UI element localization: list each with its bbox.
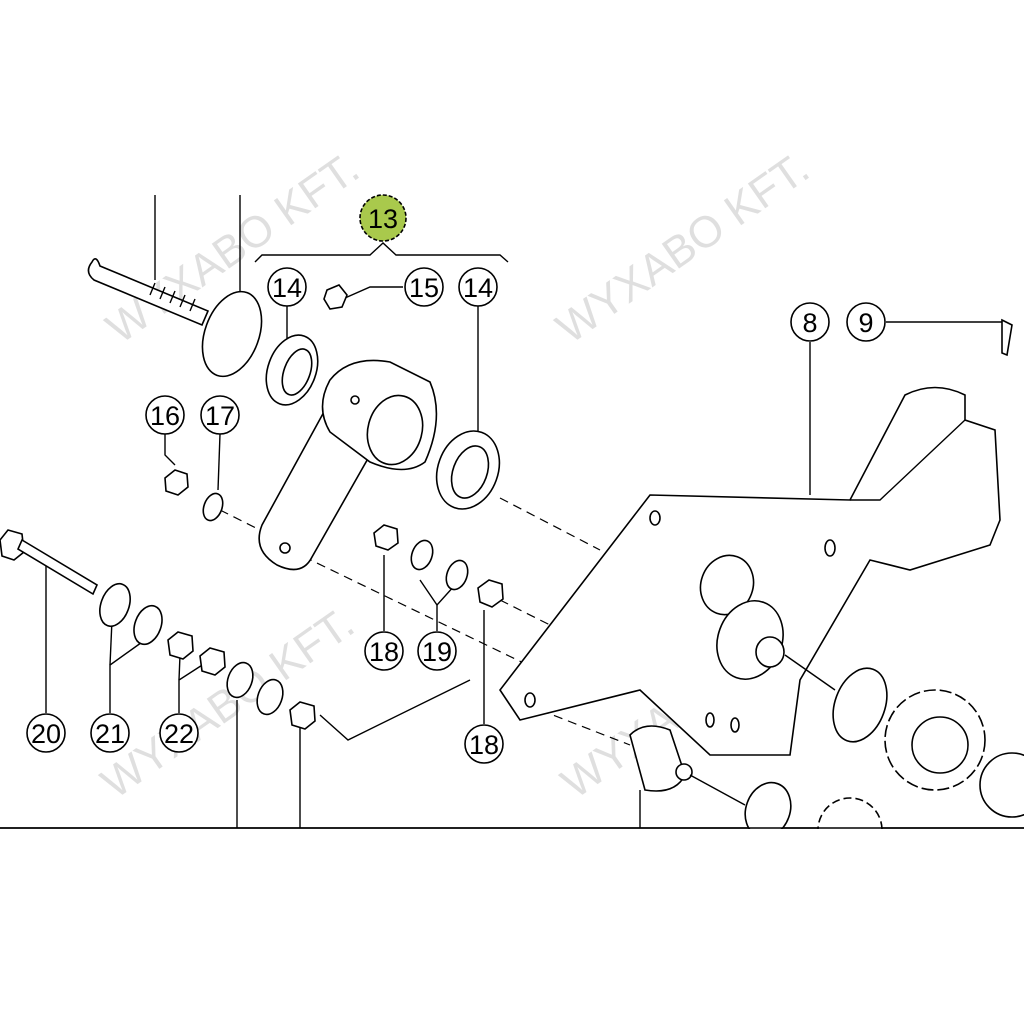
svg-text:WYXABO KFT.: WYXABO KFT.: [548, 143, 818, 353]
mounting-plate-8: [499, 386, 1001, 756]
svg-text:14: 14: [463, 273, 493, 303]
washer-21b: [133, 604, 163, 646]
callout-9[interactable]: 9: [846, 302, 886, 342]
washer-19a: [410, 539, 434, 571]
pin-9: [1001, 318, 1013, 357]
nut-c: [289, 701, 316, 730]
callout-14-left[interactable]: 14: [267, 267, 307, 307]
nut-16: [164, 469, 189, 496]
svg-text:9: 9: [858, 308, 873, 338]
spacer-roller: [629, 725, 693, 792]
svg-text:18: 18: [469, 730, 499, 760]
callout-17[interactable]: 17: [200, 395, 240, 435]
callout-18-lower[interactable]: 18: [464, 724, 504, 764]
svg-text:18: 18: [369, 637, 399, 667]
callout-20[interactable]: 20: [26, 713, 66, 753]
nut-22b: [199, 647, 226, 676]
bolt-top: [87, 258, 210, 327]
svg-text:15: 15: [409, 273, 439, 303]
callout-19[interactable]: 19: [417, 631, 457, 671]
svg-text:21: 21: [95, 719, 125, 749]
washer-a: [226, 661, 254, 699]
callout-22[interactable]: 22: [159, 713, 199, 753]
callout-18-upper[interactable]: 18: [364, 631, 404, 671]
sprocket: [884, 689, 986, 791]
washer-21a: [99, 582, 131, 628]
svg-text:14: 14: [272, 273, 302, 303]
callout-14-right[interactable]: 14: [458, 267, 498, 307]
svg-text:19: 19: [422, 637, 452, 667]
callout-16[interactable]: 16: [145, 395, 185, 435]
nut-18-top: [373, 524, 399, 551]
svg-text:13: 13: [368, 204, 398, 234]
washer-b: [256, 678, 284, 716]
leader-lines: [45, 195, 1005, 828]
washer-19b: [445, 559, 469, 591]
circlip: [832, 667, 888, 743]
svg-text:22: 22: [164, 719, 194, 749]
callout-15[interactable]: 15: [404, 267, 444, 307]
callout-8[interactable]: 8: [790, 302, 830, 342]
svg-text:20: 20: [31, 719, 61, 749]
svg-text:16: 16: [150, 401, 180, 431]
callout-21[interactable]: 21: [90, 713, 130, 753]
callout-13[interactable]: 13: [359, 194, 407, 242]
bearing: [979, 752, 1024, 818]
nut-18-bottom: [477, 579, 504, 608]
bolt-20: [0, 529, 99, 596]
tensioner-arm: [258, 359, 438, 571]
svg-text:17: 17: [205, 401, 235, 431]
washer-large: [201, 290, 263, 378]
svg-text:8: 8: [802, 308, 817, 338]
nut-22a: [167, 631, 194, 660]
set-screw-15: [323, 284, 348, 310]
washer-17: [202, 492, 224, 522]
